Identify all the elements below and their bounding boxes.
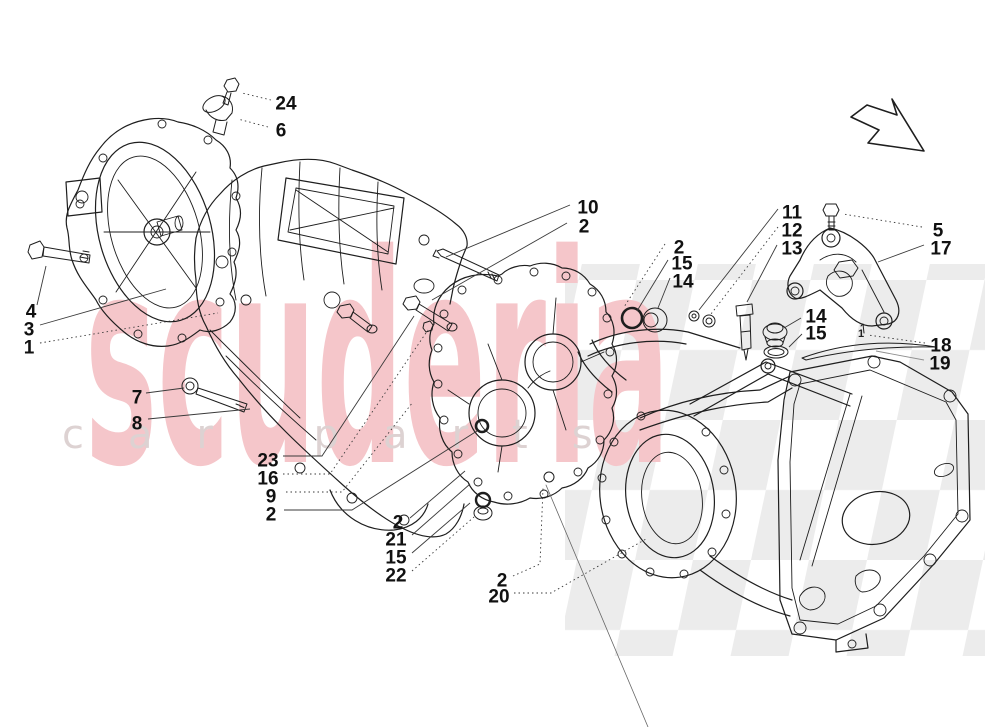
callout-15: 15: [385, 548, 407, 569]
leader-line: [36, 265, 47, 306]
leader-line: [867, 334, 926, 344]
leader-line: [877, 244, 925, 263]
callout-4: 4: [26, 302, 37, 323]
gearbox-case-part: [545, 328, 971, 727]
leader-line: [284, 430, 478, 511]
leader-line: [147, 408, 251, 420]
callout-8: 8: [132, 414, 143, 435]
callout-2: 2: [497, 571, 508, 592]
callout-5: 5: [933, 221, 944, 242]
leader-line: [39, 288, 167, 326]
leader-line: [842, 213, 923, 228]
callout-14: 14: [672, 272, 694, 293]
callout-10: 10: [577, 198, 598, 219]
leader-line: [286, 401, 414, 493]
leader-line: [788, 333, 803, 348]
leader-line: [710, 226, 779, 315]
callout-24: 24: [275, 94, 297, 115]
leader-line: [283, 329, 429, 475]
leader-line: [411, 502, 471, 554]
callout-1: 1: [24, 338, 35, 359]
callout-22: 22: [385, 566, 406, 587]
leader-line: [698, 208, 779, 311]
intermediate-plate-part: [428, 262, 618, 505]
callout-20: 20: [488, 587, 509, 608]
bolt-part-lower-left: [181, 377, 248, 413]
callout-11: 11: [782, 203, 803, 224]
callout-15: 15: [805, 324, 827, 345]
leader-line: [431, 222, 568, 301]
leader-line: [783, 317, 802, 329]
gear-housing-part: [193, 158, 468, 538]
callout-23: 23: [257, 451, 278, 472]
callout-14: 14: [805, 307, 827, 328]
drain-plug-part: [473, 471, 555, 521]
callout-13: 13: [781, 239, 802, 260]
stud-and-screw-parts: [336, 248, 500, 434]
leader-line: [283, 315, 415, 457]
leader-line: [411, 483, 471, 536]
callout-18: 18: [930, 336, 951, 357]
callout-6: 6: [276, 121, 287, 142]
checker-flag-watermark: [565, 264, 985, 656]
callout-15: 15: [671, 254, 693, 275]
direction-arrow-icon: [850, 98, 925, 152]
support-bracket-part: [786, 203, 900, 330]
callout-9: 9: [266, 487, 277, 508]
leader-line: [241, 92, 272, 101]
end-cover-part: [65, 117, 242, 347]
bolt-part-left: [27, 240, 91, 264]
leader-line: [512, 487, 544, 577]
callout-2: 2: [266, 505, 277, 526]
callout-16: 16: [257, 469, 278, 490]
vent-bolt-parts: [202, 77, 240, 136]
callout-17: 17: [930, 239, 951, 260]
leader-line: [746, 244, 778, 303]
callout-7: 7: [132, 388, 143, 409]
callout-1: 1: [858, 328, 864, 340]
leader-line: [39, 312, 219, 344]
callout-12: 12: [781, 221, 802, 242]
leader-line: [875, 350, 925, 361]
callout-2: 2: [393, 513, 404, 534]
leader-line: [514, 538, 647, 594]
callout-19: 19: [929, 354, 950, 375]
leader-line: [636, 259, 669, 312]
leader-line: [657, 277, 671, 309]
leader-line: [237, 118, 269, 128]
leader-line: [411, 516, 475, 572]
callout-21: 21: [385, 530, 407, 551]
leader-line: [409, 470, 466, 519]
watermark-sub-text: car parts: [62, 412, 637, 458]
leader-line: [145, 387, 185, 394]
seals-and-plugs-parts: [620, 303, 789, 361]
callout-3: 3: [24, 320, 35, 341]
callout-2: 2: [579, 217, 590, 238]
callout-2: 2: [674, 238, 685, 259]
leader-line: [445, 204, 571, 258]
